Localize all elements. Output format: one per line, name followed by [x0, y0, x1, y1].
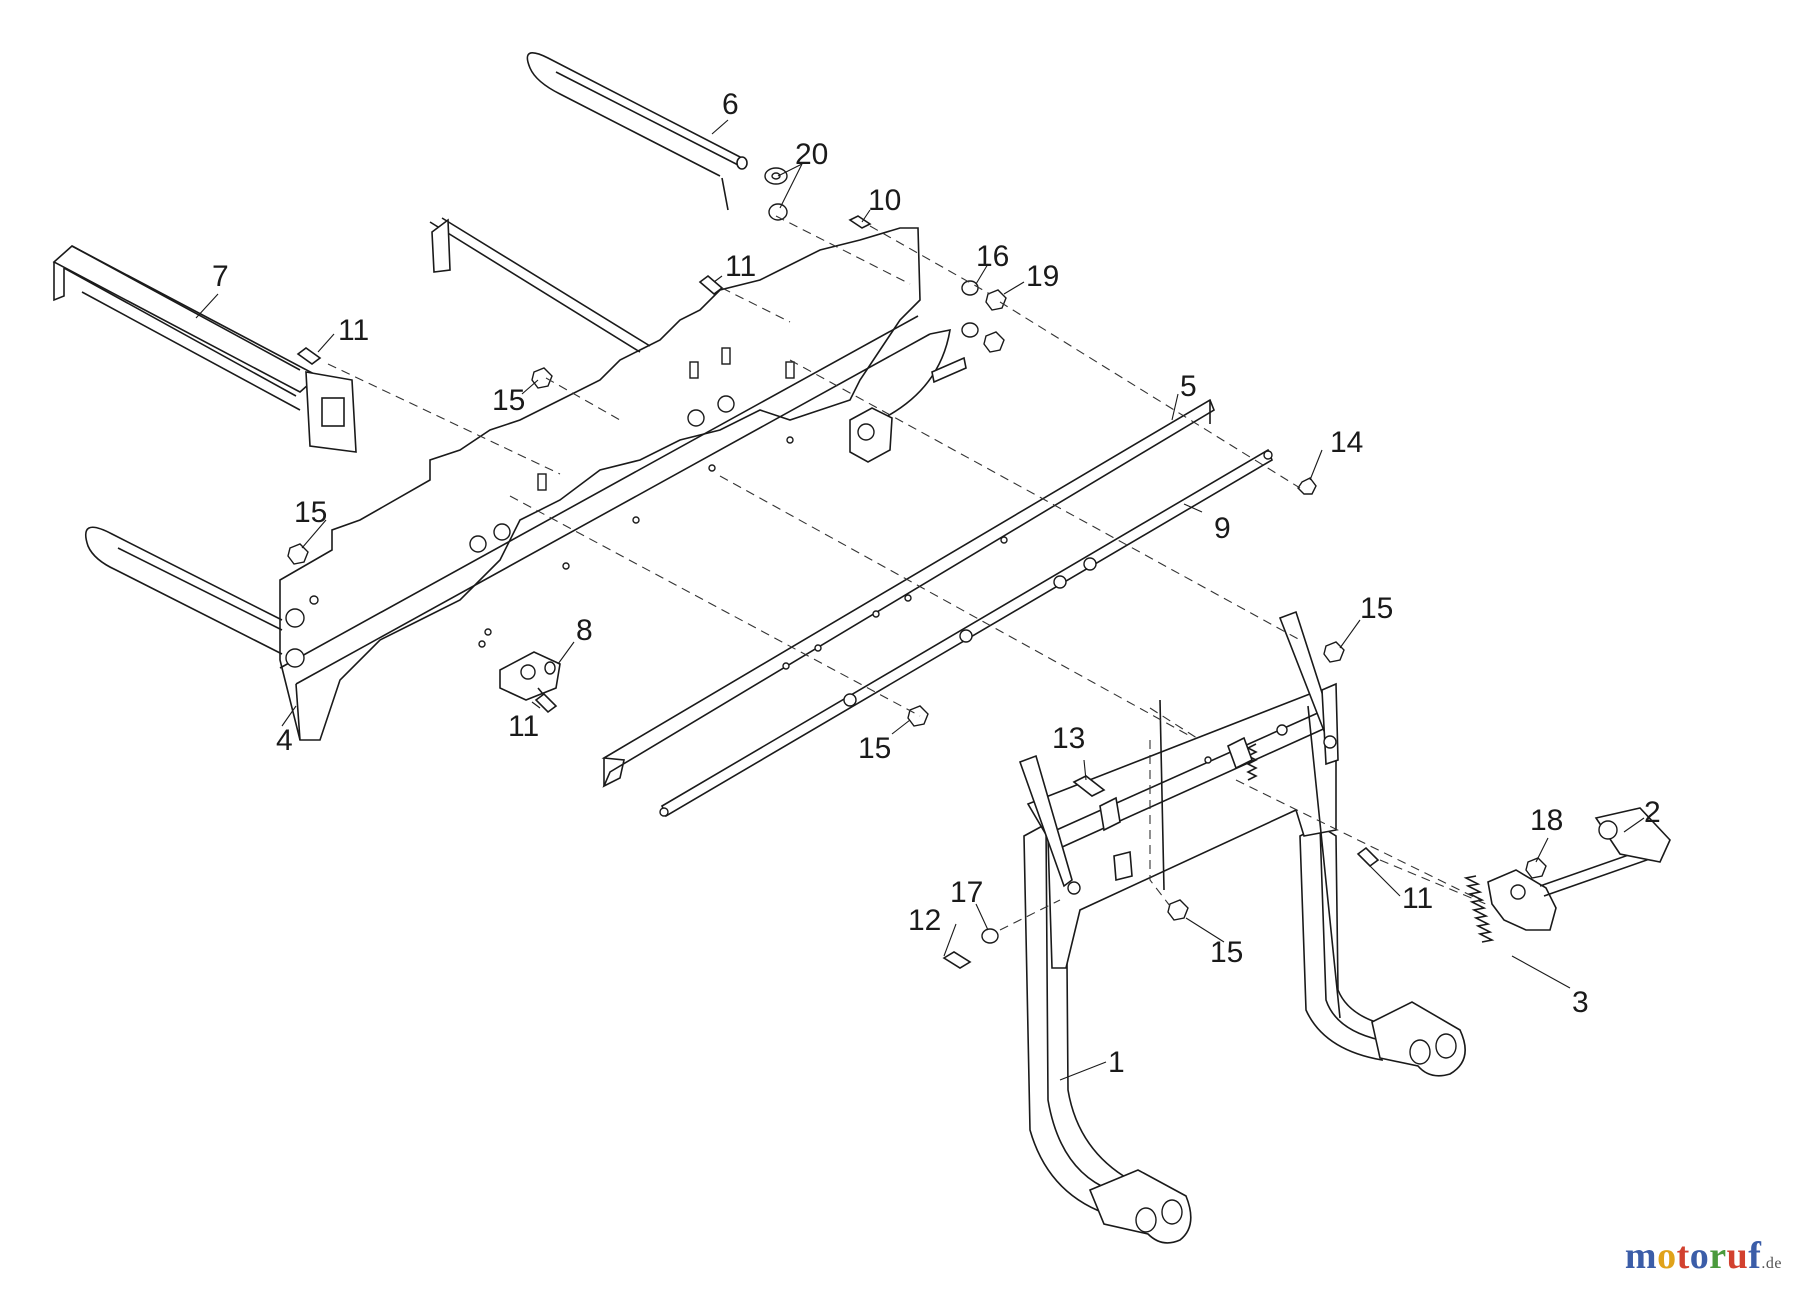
callout-10: 10	[868, 184, 901, 217]
callout-15-c: 15	[1360, 592, 1393, 625]
watermark-logo: motoruf.de	[1625, 1234, 1782, 1278]
watermark-letter: m	[1624, 1235, 1658, 1277]
callout-7: 7	[212, 260, 229, 293]
leader-lines	[195, 119, 1645, 1081]
callout-6: 6	[722, 88, 739, 121]
callout-16: 16	[976, 240, 1009, 273]
callout-15-b: 15	[294, 496, 327, 529]
callout-15-d: 15	[858, 732, 891, 765]
callout-4: 4	[276, 724, 293, 757]
watermark-letter: u	[1726, 1235, 1749, 1277]
callout-15-a: 15	[492, 384, 525, 417]
part-5-angle-strip	[601, 398, 1215, 788]
watermark-letter: f	[1748, 1235, 1762, 1277]
part-8-bracket	[499, 651, 561, 701]
callout-12: 12	[908, 904, 941, 937]
watermark-letter: t	[1676, 1235, 1690, 1277]
callout-19: 19	[1026, 260, 1059, 293]
callout-11-top: 11	[725, 250, 756, 283]
callout-15-e: 15	[1210, 936, 1243, 969]
callout-17: 17	[950, 876, 983, 909]
watermark-letter: r	[1709, 1235, 1727, 1277]
watermark-letter: o	[1689, 1235, 1710, 1277]
part-1-hitch-frame	[1018, 610, 1466, 1244]
assembly-lines	[327, 215, 1487, 931]
callout-11-right: 11	[1402, 882, 1433, 915]
callout-5: 5	[1180, 370, 1197, 403]
watermark-letter: o	[1657, 1235, 1677, 1277]
callout-18: 18	[1530, 804, 1563, 837]
callout-8: 8	[576, 614, 593, 647]
part-2-latch	[1487, 807, 1671, 931]
callout-13: 13	[1052, 722, 1085, 755]
callout-labels: 6 20 10 11 16 19 7 11 15 5 14 9 15 15 8 …	[212, 88, 1661, 1079]
callout-9: 9	[1214, 512, 1231, 545]
part-7-channel-bar	[52, 245, 357, 453]
callout-11-left: 11	[338, 314, 369, 347]
part-6-u-rod	[526, 52, 748, 211]
callout-20: 20	[795, 138, 828, 171]
hardware	[287, 167, 1547, 969]
callout-3: 3	[1572, 986, 1589, 1019]
callout-14: 14	[1330, 426, 1363, 459]
callout-11-mid: 11	[508, 710, 539, 743]
callout-2: 2	[1644, 796, 1661, 829]
callout-1: 1	[1108, 1046, 1125, 1079]
part-3-spring	[1463, 875, 1495, 943]
watermark-tld: .de	[1761, 1255, 1782, 1272]
part-4-main-frame	[84, 217, 967, 741]
